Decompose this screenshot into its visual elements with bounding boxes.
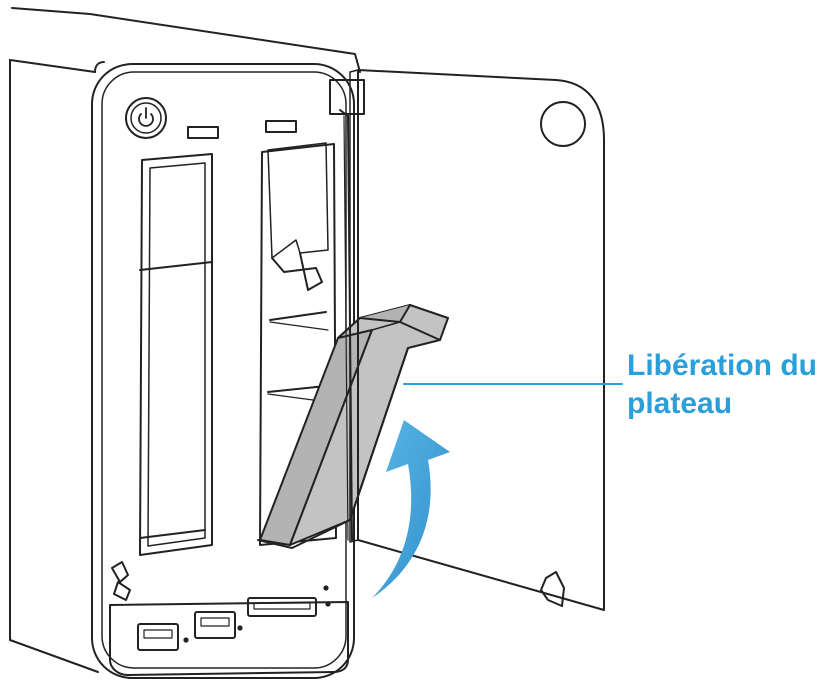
bay-2-led bbox=[265, 120, 297, 133]
enclosure-body bbox=[9, 7, 361, 673]
drive-tray-bay-1 bbox=[139, 153, 213, 556]
callout-line-1: Libération du bbox=[627, 349, 817, 382]
callout-line-2: plateau bbox=[627, 387, 733, 420]
tray-release-callout: Libération du plateau bbox=[627, 347, 832, 423]
front-panel-frame bbox=[91, 63, 355, 679]
usb-port-icon bbox=[137, 623, 179, 651]
port-led bbox=[237, 625, 243, 631]
usb-port-icon bbox=[194, 611, 236, 639]
tray-release-handle bbox=[257, 304, 449, 549]
port-led bbox=[325, 601, 331, 607]
bay-1-led bbox=[187, 126, 219, 139]
door-hinge-clip-icon bbox=[540, 571, 565, 607]
port-led bbox=[183, 637, 189, 643]
rotation-arrow-icon bbox=[372, 420, 450, 598]
card-slot-icon bbox=[247, 597, 317, 617]
front-door-panel bbox=[349, 69, 605, 611]
bay-latch-clip bbox=[111, 561, 131, 601]
port-led bbox=[323, 585, 329, 591]
drive-bay-2 bbox=[259, 142, 337, 546]
power-button-icon bbox=[125, 97, 167, 139]
door-magnet-icon bbox=[540, 101, 586, 147]
port-panel bbox=[109, 601, 349, 676]
